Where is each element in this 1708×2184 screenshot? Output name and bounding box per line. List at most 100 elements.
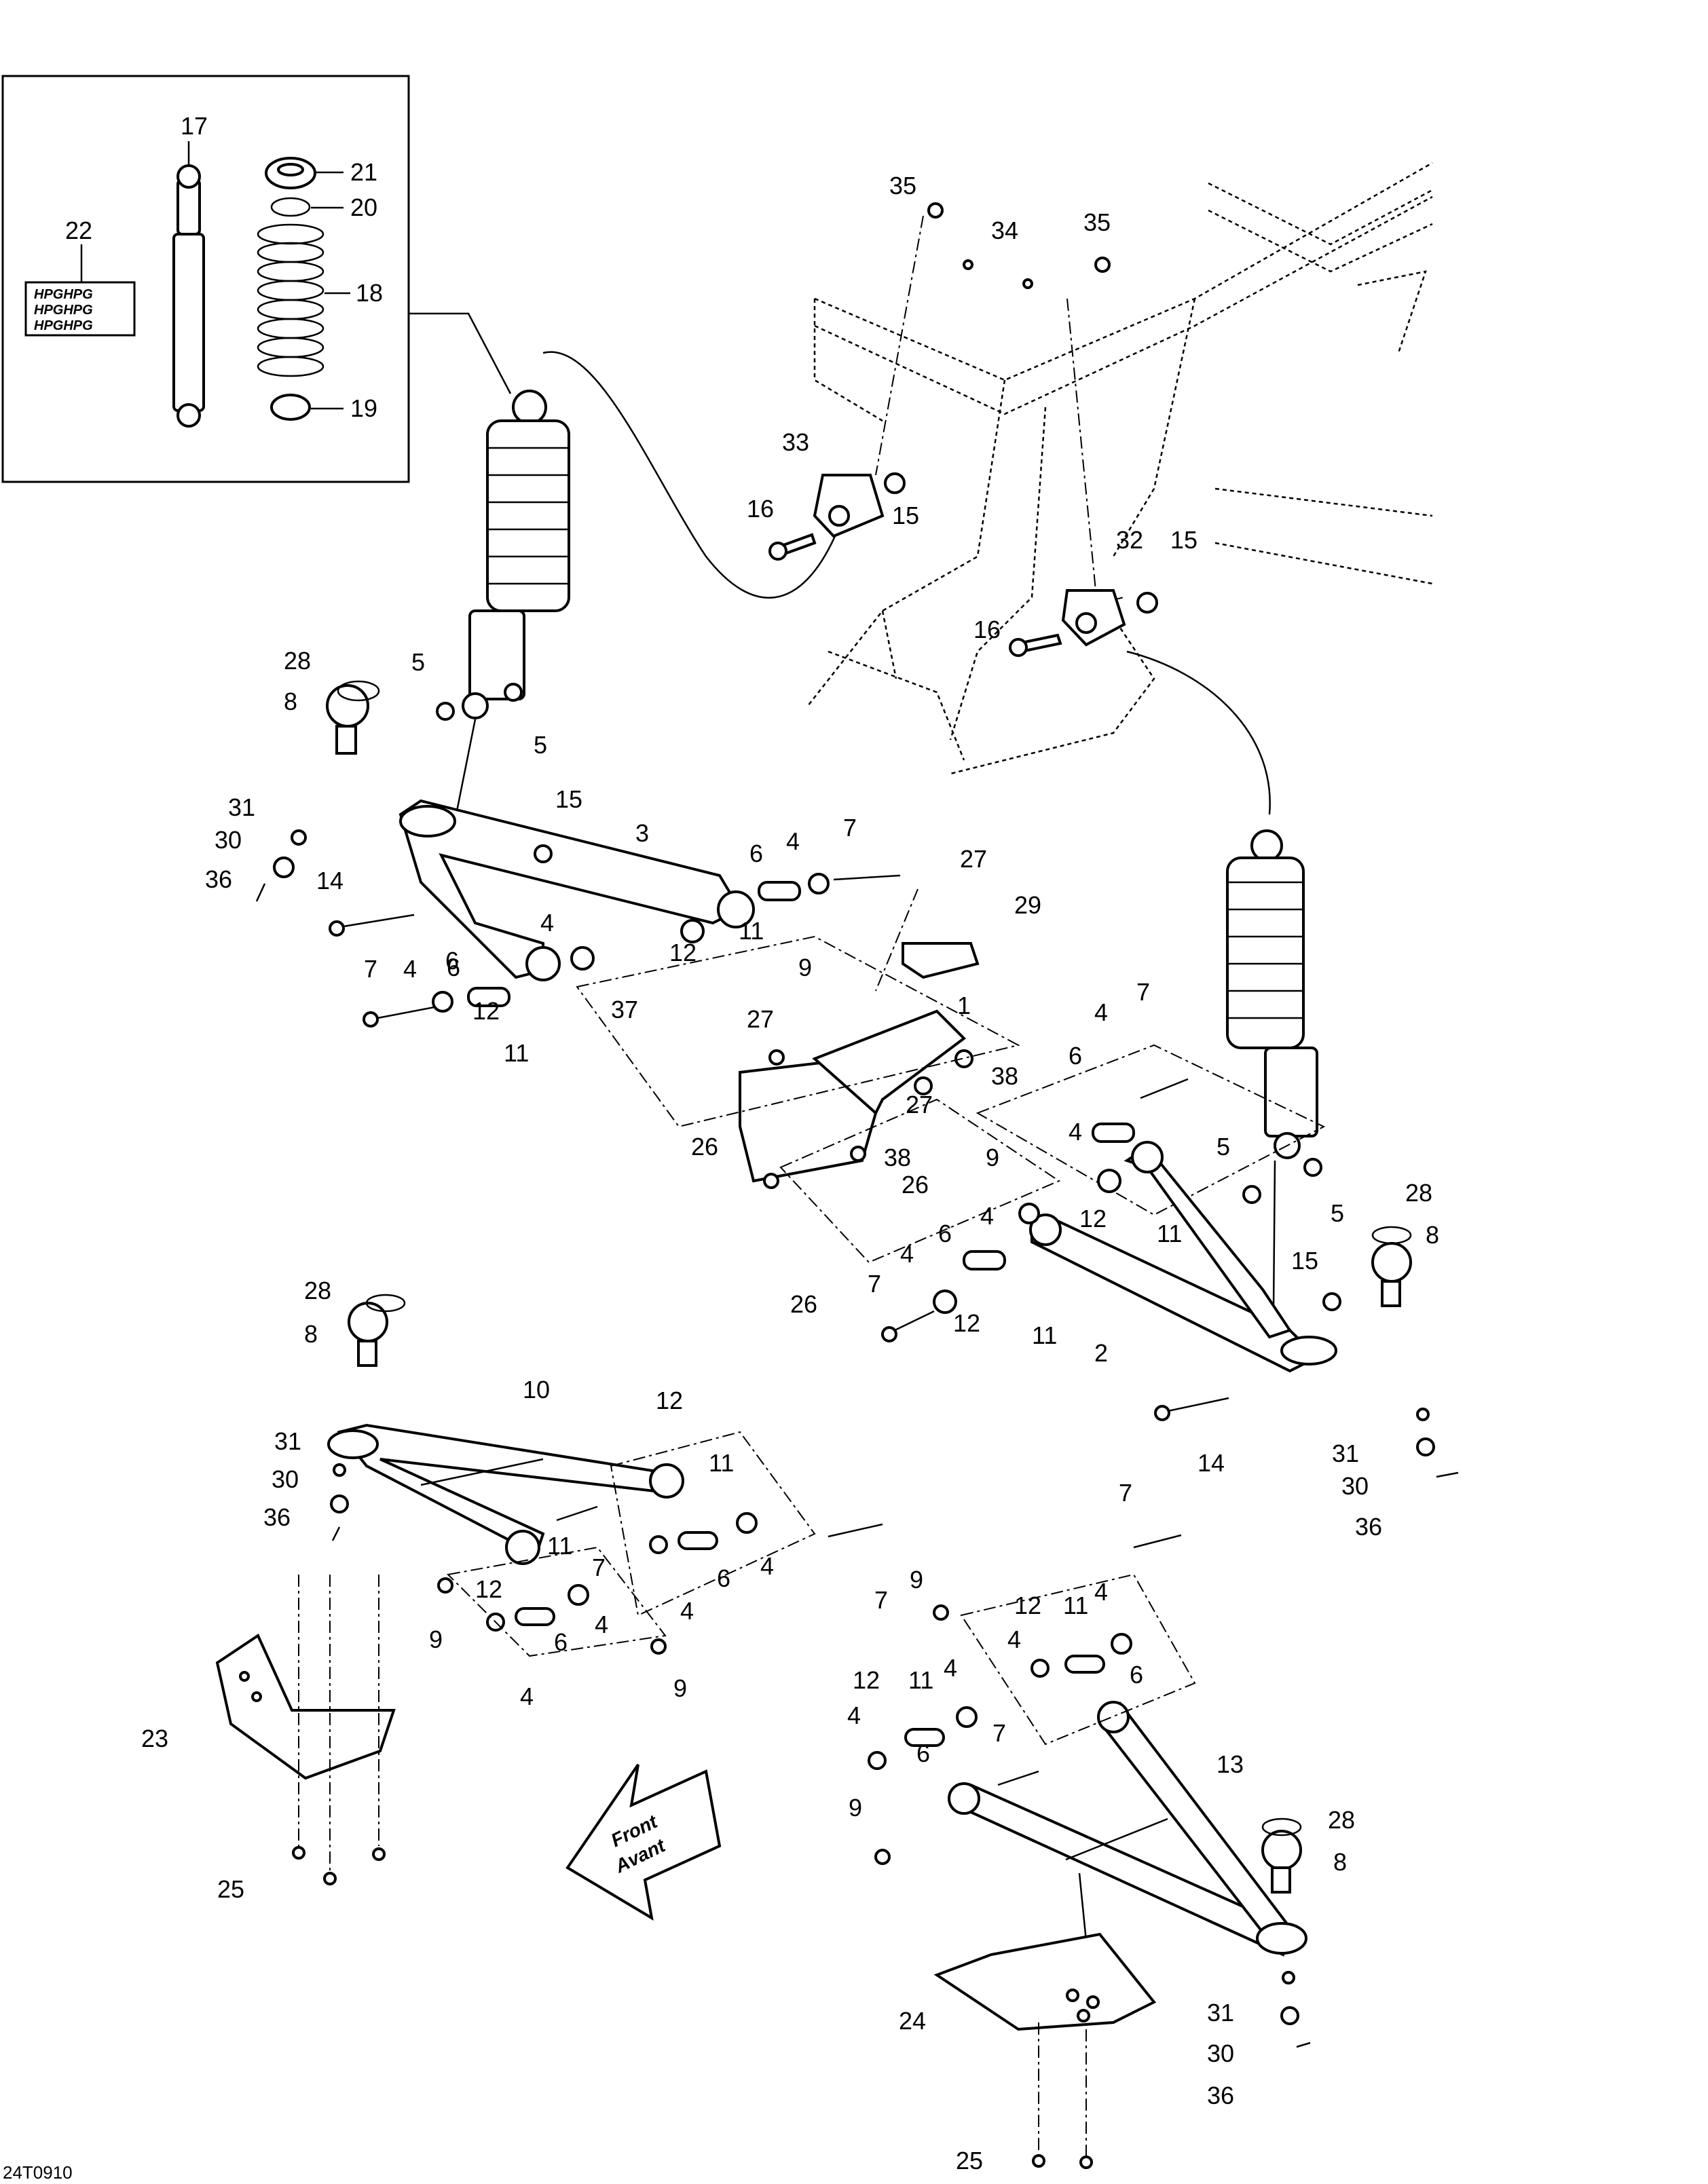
callout-21: 21 <box>350 158 377 186</box>
callout-7: 7 <box>1119 1479 1132 1507</box>
callout-4: 4 <box>900 1240 914 1268</box>
vehicle-frame <box>807 162 1433 775</box>
callout-12: 12 <box>669 939 697 966</box>
callout-2: 2 <box>1094 1339 1108 1367</box>
bracket-33 <box>768 472 906 561</box>
callout-30: 30 <box>1341 1472 1369 1500</box>
callout-38: 38 <box>884 1144 911 1171</box>
callout-4: 4 <box>520 1682 534 1710</box>
callout-29: 29 <box>1014 891 1041 919</box>
callout-26: 26 <box>790 1290 817 1318</box>
callout-12: 12 <box>472 997 500 1025</box>
callout-9: 9 <box>910 1566 923 1594</box>
callout-36: 36 <box>1355 1513 1382 1541</box>
callout-6: 6 <box>1069 1042 1082 1070</box>
callout-7: 7 <box>364 955 377 983</box>
callout-13: 13 <box>1217 1750 1244 1778</box>
callout-4: 4 <box>980 1202 994 1230</box>
callout-19: 19 <box>350 394 377 422</box>
callout-30: 30 <box>215 826 242 854</box>
callout-27: 27 <box>747 1005 774 1033</box>
callout-7: 7 <box>874 1586 888 1614</box>
callout-17: 17 <box>181 112 208 140</box>
callout-4: 4 <box>786 827 800 855</box>
skid-plate-23 <box>215 1575 396 1873</box>
callout-20: 20 <box>350 193 377 221</box>
callout-10: 10 <box>523 1376 550 1404</box>
callout-33: 33 <box>782 428 809 456</box>
callout-28: 28 <box>1405 1179 1432 1207</box>
callout-9: 9 <box>986 1144 999 1171</box>
callout-26: 26 <box>902 1171 929 1199</box>
callout-3: 3 <box>635 819 649 847</box>
callout-12: 12 <box>1014 1592 1041 1619</box>
callout-11: 11 <box>709 1449 734 1477</box>
callout-6: 6 <box>916 1739 930 1767</box>
callout-9: 9 <box>429 1625 443 1653</box>
callout-5: 5 <box>1331 1199 1344 1227</box>
callout-28: 28 <box>304 1277 331 1304</box>
callout-27: 27 <box>906 1091 933 1118</box>
a-arm-2 <box>933 1141 1337 1373</box>
svg-text:HPGHPG: HPGHPG <box>34 318 93 333</box>
callout-31: 31 <box>228 793 255 821</box>
callout-38: 38 <box>991 1062 1018 1090</box>
callout-11: 11 <box>504 1039 529 1067</box>
callout-15: 15 <box>1291 1247 1318 1275</box>
callout-23: 23 <box>141 1725 168 1752</box>
callout-24: 24 <box>899 2007 926 2035</box>
callout-5: 5 <box>1217 1133 1230 1161</box>
callout-6: 6 <box>447 954 460 981</box>
callout-4: 4 <box>1094 998 1108 1026</box>
callout-15: 15 <box>892 502 919 529</box>
callout-15: 15 <box>1170 526 1198 554</box>
a-arm-13 <box>948 1701 1307 1957</box>
callout-7: 7 <box>592 1554 606 1581</box>
callout-8: 8 <box>304 1320 318 1348</box>
callout-28: 28 <box>1328 1806 1355 1834</box>
callout-6: 6 <box>749 840 763 867</box>
callout-25: 25 <box>217 1875 244 1903</box>
callout-4: 4 <box>1007 1625 1021 1653</box>
callout-12: 12 <box>1079 1205 1107 1232</box>
shock-lower-right <box>1226 829 1322 1311</box>
callout-36: 36 <box>263 1503 291 1531</box>
callout-6: 6 <box>938 1220 952 1247</box>
callout-15: 15 <box>555 785 582 813</box>
callout-6: 6 <box>1130 1661 1143 1689</box>
a-arm-10 <box>327 1423 684 1565</box>
callout-34: 34 <box>991 216 1018 244</box>
svg-text:HPGHPG: HPGHPG <box>34 287 93 302</box>
svg-text:HPGHPG: HPGHPG <box>34 303 93 318</box>
callout-9: 9 <box>798 954 812 981</box>
callout-25: 25 <box>956 2147 983 2174</box>
callout-11: 11 <box>908 1666 933 1694</box>
callout-6: 6 <box>554 1628 568 1656</box>
callout-4: 4 <box>540 909 554 937</box>
callout-16: 16 <box>973 616 1001 643</box>
callout-14: 14 <box>1198 1449 1225 1477</box>
callout-11: 11 <box>547 1532 572 1560</box>
bracket-1 <box>739 942 980 1189</box>
callout-37: 37 <box>611 996 638 1023</box>
callout-26: 26 <box>691 1133 718 1161</box>
shock-upper-left <box>436 390 570 822</box>
callout-7: 7 <box>1136 978 1150 1006</box>
callout-31: 31 <box>274 1427 301 1455</box>
callout-30: 30 <box>1207 2039 1234 2067</box>
callout-4: 4 <box>760 1552 774 1580</box>
callout-12: 12 <box>475 1575 502 1603</box>
callout-11: 11 <box>1032 1321 1057 1349</box>
callout-4: 4 <box>847 1701 861 1729</box>
callout-11: 11 <box>1157 1220 1182 1247</box>
callout-12: 12 <box>953 1309 980 1337</box>
callout-12: 12 <box>656 1387 683 1414</box>
callout-36: 36 <box>1207 2082 1234 2109</box>
callout-9: 9 <box>849 1794 862 1822</box>
skid-plate-24 <box>933 1932 1157 2158</box>
callout-7: 7 <box>843 814 857 842</box>
a-arm-3 <box>398 799 755 981</box>
callout-16: 16 <box>747 495 774 523</box>
callout-18: 18 <box>356 279 383 307</box>
